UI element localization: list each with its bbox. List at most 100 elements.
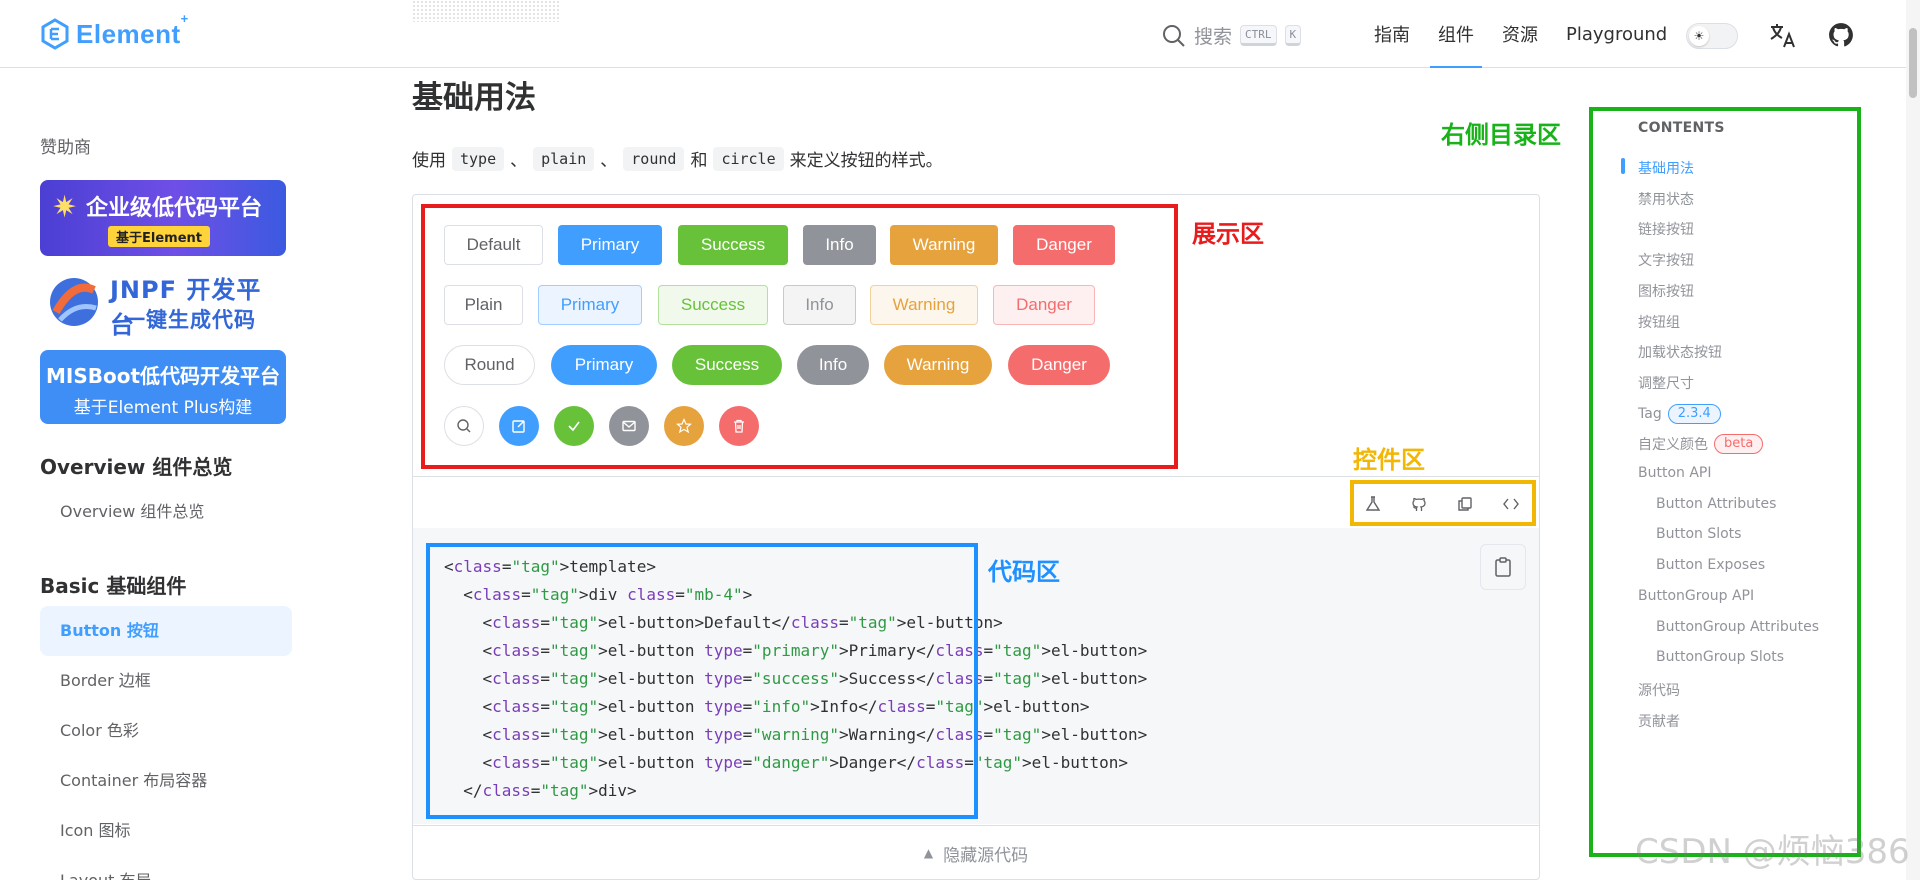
circle-button-check[interactable]	[554, 406, 594, 446]
copy-icon[interactable]	[1456, 495, 1474, 513]
toc-item[interactable]: 基础用法	[1638, 158, 1694, 178]
inline-code-plain: plain	[533, 146, 595, 171]
github-icon[interactable]	[1828, 22, 1854, 48]
button-info[interactable]: Info	[803, 225, 876, 265]
button-plain-danger[interactable]: Danger	[993, 285, 1095, 325]
circle-button-message[interactable]	[609, 406, 649, 446]
scrollbar-thumb[interactable]	[1909, 28, 1917, 98]
sponsor-title: 赞助商	[40, 138, 91, 158]
toc-item[interactable]: Button Exposes	[1656, 557, 1765, 573]
toc-item[interactable]: ButtonGroup Attributes	[1656, 619, 1819, 635]
sidebar-item-border[interactable]: Border 边框	[60, 671, 151, 690]
theme-toggle[interactable]: ☀	[1686, 23, 1738, 49]
button-danger[interactable]: Danger	[1013, 225, 1115, 265]
copy-code-button[interactable]	[1480, 544, 1526, 590]
circle-button-edit[interactable]	[499, 406, 539, 446]
sidebar-item-overview[interactable]: Overview 组件总览	[60, 502, 205, 521]
toc-item-label: 加载状态按钮	[1638, 345, 1722, 362]
toc-item[interactable]: Button API	[1638, 465, 1712, 481]
delete-icon	[734, 419, 744, 433]
code-line: </class="tag">div>	[444, 781, 637, 800]
toc-item[interactable]: 链接按钮	[1638, 219, 1694, 239]
toc-item[interactable]: 源代码	[1638, 680, 1680, 700]
toc-item[interactable]: 禁用状态	[1638, 189, 1694, 209]
logo-text: Element+	[76, 10, 189, 49]
playground-icon[interactable]	[1364, 495, 1382, 513]
button-round-success[interactable]: Success	[672, 345, 782, 385]
toc-title: CONTENTS	[1638, 120, 1725, 136]
toc-item[interactable]: 加载状态按钮	[1638, 342, 1722, 362]
annotation-box-toc	[1589, 107, 1861, 857]
toc-item[interactable]: Button Slots	[1656, 526, 1741, 542]
button-plain-info[interactable]: Info	[783, 285, 856, 325]
button-plain-warning[interactable]: Warning	[870, 285, 978, 325]
button-primary[interactable]: Primary	[558, 225, 662, 265]
element-logo-icon	[41, 18, 69, 50]
sponsor-ad-lowcode[interactable]: ✷ 企业级低代码平台 基于Element	[40, 180, 286, 256]
search-icon	[457, 419, 471, 433]
toc-item[interactable]: 按钮组	[1638, 312, 1680, 332]
ad-subtitle: 基于Element Plus构建	[73, 398, 253, 418]
nav-playground[interactable]: Playground	[1566, 23, 1668, 45]
annotation-label-display: 展示区	[1192, 220, 1264, 248]
desc-separator: 、	[600, 151, 618, 171]
toc-item[interactable]: ButtonGroup Slots	[1656, 649, 1784, 665]
logo[interactable]: Element+	[40, 10, 189, 50]
button-round[interactable]: Round	[444, 345, 535, 385]
page-scrollbar[interactable]	[1906, 0, 1920, 880]
circle-button-delete[interactable]	[719, 406, 759, 446]
section-description: 使用 type 、 plain 、 round 和 circle 来定义按钮的样…	[412, 146, 943, 171]
search-icon	[1163, 24, 1185, 47]
toc-item[interactable]: 文字按钮	[1638, 250, 1694, 270]
sponsor-ad-jnpf[interactable]: JNPF 开发平台 一键生成代码	[40, 266, 286, 342]
button-plain[interactable]: Plain	[444, 285, 523, 325]
sidebar-item-icon[interactable]: Icon 图标	[60, 821, 131, 840]
translate-icon[interactable]	[1768, 20, 1798, 50]
toc-item[interactable]: 调整尺寸	[1638, 373, 1694, 393]
button-round-danger[interactable]: Danger	[1008, 345, 1110, 385]
toc-item-label: 禁用状态	[1638, 191, 1694, 208]
code-icon[interactable]	[1502, 495, 1520, 513]
nav-components[interactable]: 组件	[1424, 0, 1488, 68]
toc-item[interactable]: ButtonGroup API	[1638, 588, 1754, 604]
search-button[interactable]: 搜索 CTRL K	[1162, 22, 1302, 49]
hide-source-button[interactable]: ▲ 隐藏源代码	[413, 825, 1539, 880]
nav-resources[interactable]: 资源	[1502, 25, 1538, 46]
github-icon[interactable]	[1410, 495, 1428, 513]
button-plain-primary[interactable]: Primary	[538, 285, 642, 325]
ad-title: MISBoot低代码开发平台	[45, 364, 281, 388]
toc-item[interactable]: 图标按钮	[1638, 281, 1694, 301]
circle-button-star[interactable]	[664, 406, 704, 446]
button-round-warning[interactable]: Warning	[884, 345, 992, 385]
desc-text: 来定义按钮的样式。	[789, 151, 943, 171]
toc-item[interactable]: Button Attributes	[1656, 496, 1776, 512]
button-default[interactable]: Default	[444, 225, 543, 265]
sidebar-item-layout[interactable]: Layout 布局	[40, 856, 292, 880]
toc-item[interactable]: 贡献者	[1638, 711, 1680, 731]
toc-item-label: Tag	[1638, 405, 1662, 422]
search-label: 搜索	[1194, 26, 1233, 48]
button-plain-success[interactable]: Success	[658, 285, 768, 325]
code-line: <class="tag">div class="mb-4">	[444, 585, 753, 604]
toc-item-label: 贡献者	[1638, 713, 1680, 730]
annotation-box-controls	[1350, 480, 1536, 526]
page-title: 基础用法	[412, 80, 536, 116]
sponsor-ad-misboot[interactable]: MISBoot低代码开发平台 基于Element Plus构建	[40, 350, 286, 424]
code-line: <class="tag">template>	[444, 557, 656, 576]
button-success[interactable]: Success	[678, 225, 788, 265]
circle-button-search[interactable]	[444, 406, 484, 446]
code-line: <class="tag">el-button type="warning">Wa…	[444, 725, 1148, 744]
check-icon	[568, 421, 580, 432]
ad-subtitle: 基于Element	[108, 226, 210, 247]
nav-guide[interactable]: 指南	[1374, 25, 1410, 46]
button-round-info[interactable]: Info	[797, 345, 869, 385]
button-round-primary[interactable]: Primary	[551, 345, 657, 385]
button-warning[interactable]: Warning	[890, 225, 998, 265]
sidebar-item-container[interactable]: Container 布局容器	[60, 771, 208, 790]
toc-item-label: Button API	[1638, 465, 1712, 481]
sidebar-item-color[interactable]: Color 色彩	[60, 721, 139, 740]
code-line: <class="tag">el-button type="success">Su…	[444, 669, 1148, 688]
sidebar-item-button[interactable]: Button 按钮	[40, 606, 292, 656]
